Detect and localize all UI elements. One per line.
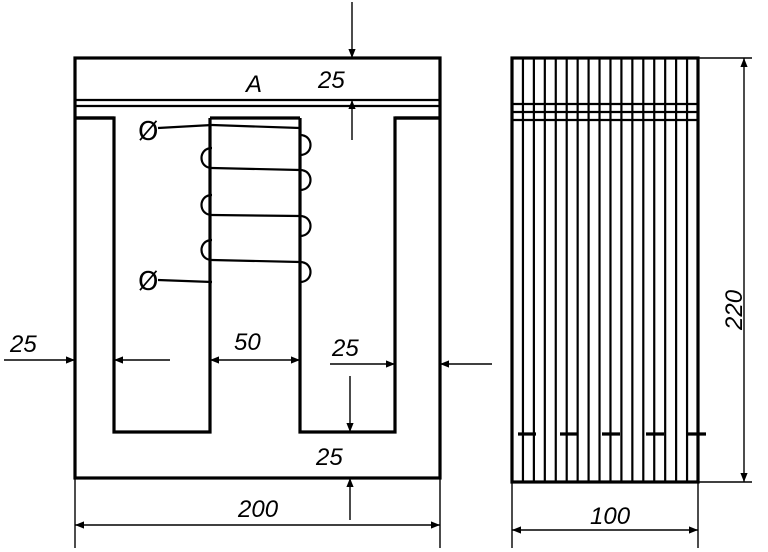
dim-right-limb-label: 25 — [331, 335, 359, 362]
yoke-label: A — [244, 71, 262, 98]
core-outline — [73, 56, 442, 480]
dim-depth: 100 — [511, 482, 699, 548]
front-view: Ø Ø A 25 25 50 25 — [4, 2, 492, 548]
dim-left-limb-label: 25 — [9, 331, 37, 358]
terminal-bottom-symbol: Ø — [138, 267, 158, 297]
dim-bottom-yoke: 25 — [315, 376, 354, 520]
dim-width: 200 — [74, 478, 441, 548]
lamination-stack-outline — [510, 56, 700, 484]
dim-width-label: 200 — [237, 496, 279, 523]
dim-height-label: 220 — [721, 289, 748, 331]
dim-top-yoke-label: 25 — [317, 67, 345, 94]
dim-height: 220 — [698, 57, 752, 483]
terminal-top-lead — [157, 123, 213, 130]
lamination-lines — [521, 58, 689, 482]
dim-center-limb-label: 50 — [234, 329, 261, 356]
dim-top-yoke: 25 — [317, 2, 356, 140]
terminal-top-symbol: Ø — [138, 117, 158, 147]
right-window — [298, 116, 440, 434]
dim-right-limb: 25 — [330, 335, 492, 368]
dim-left-limb: 25 — [4, 331, 170, 364]
side-view: 220 100 — [510, 56, 752, 548]
dim-bottom-yoke-label: 25 — [315, 444, 343, 471]
dim-center-limb: 50 — [210, 329, 300, 364]
dim-depth-label: 100 — [590, 503, 631, 530]
coil-winding — [200, 123, 312, 284]
terminal-bottom-lead — [157, 278, 213, 284]
